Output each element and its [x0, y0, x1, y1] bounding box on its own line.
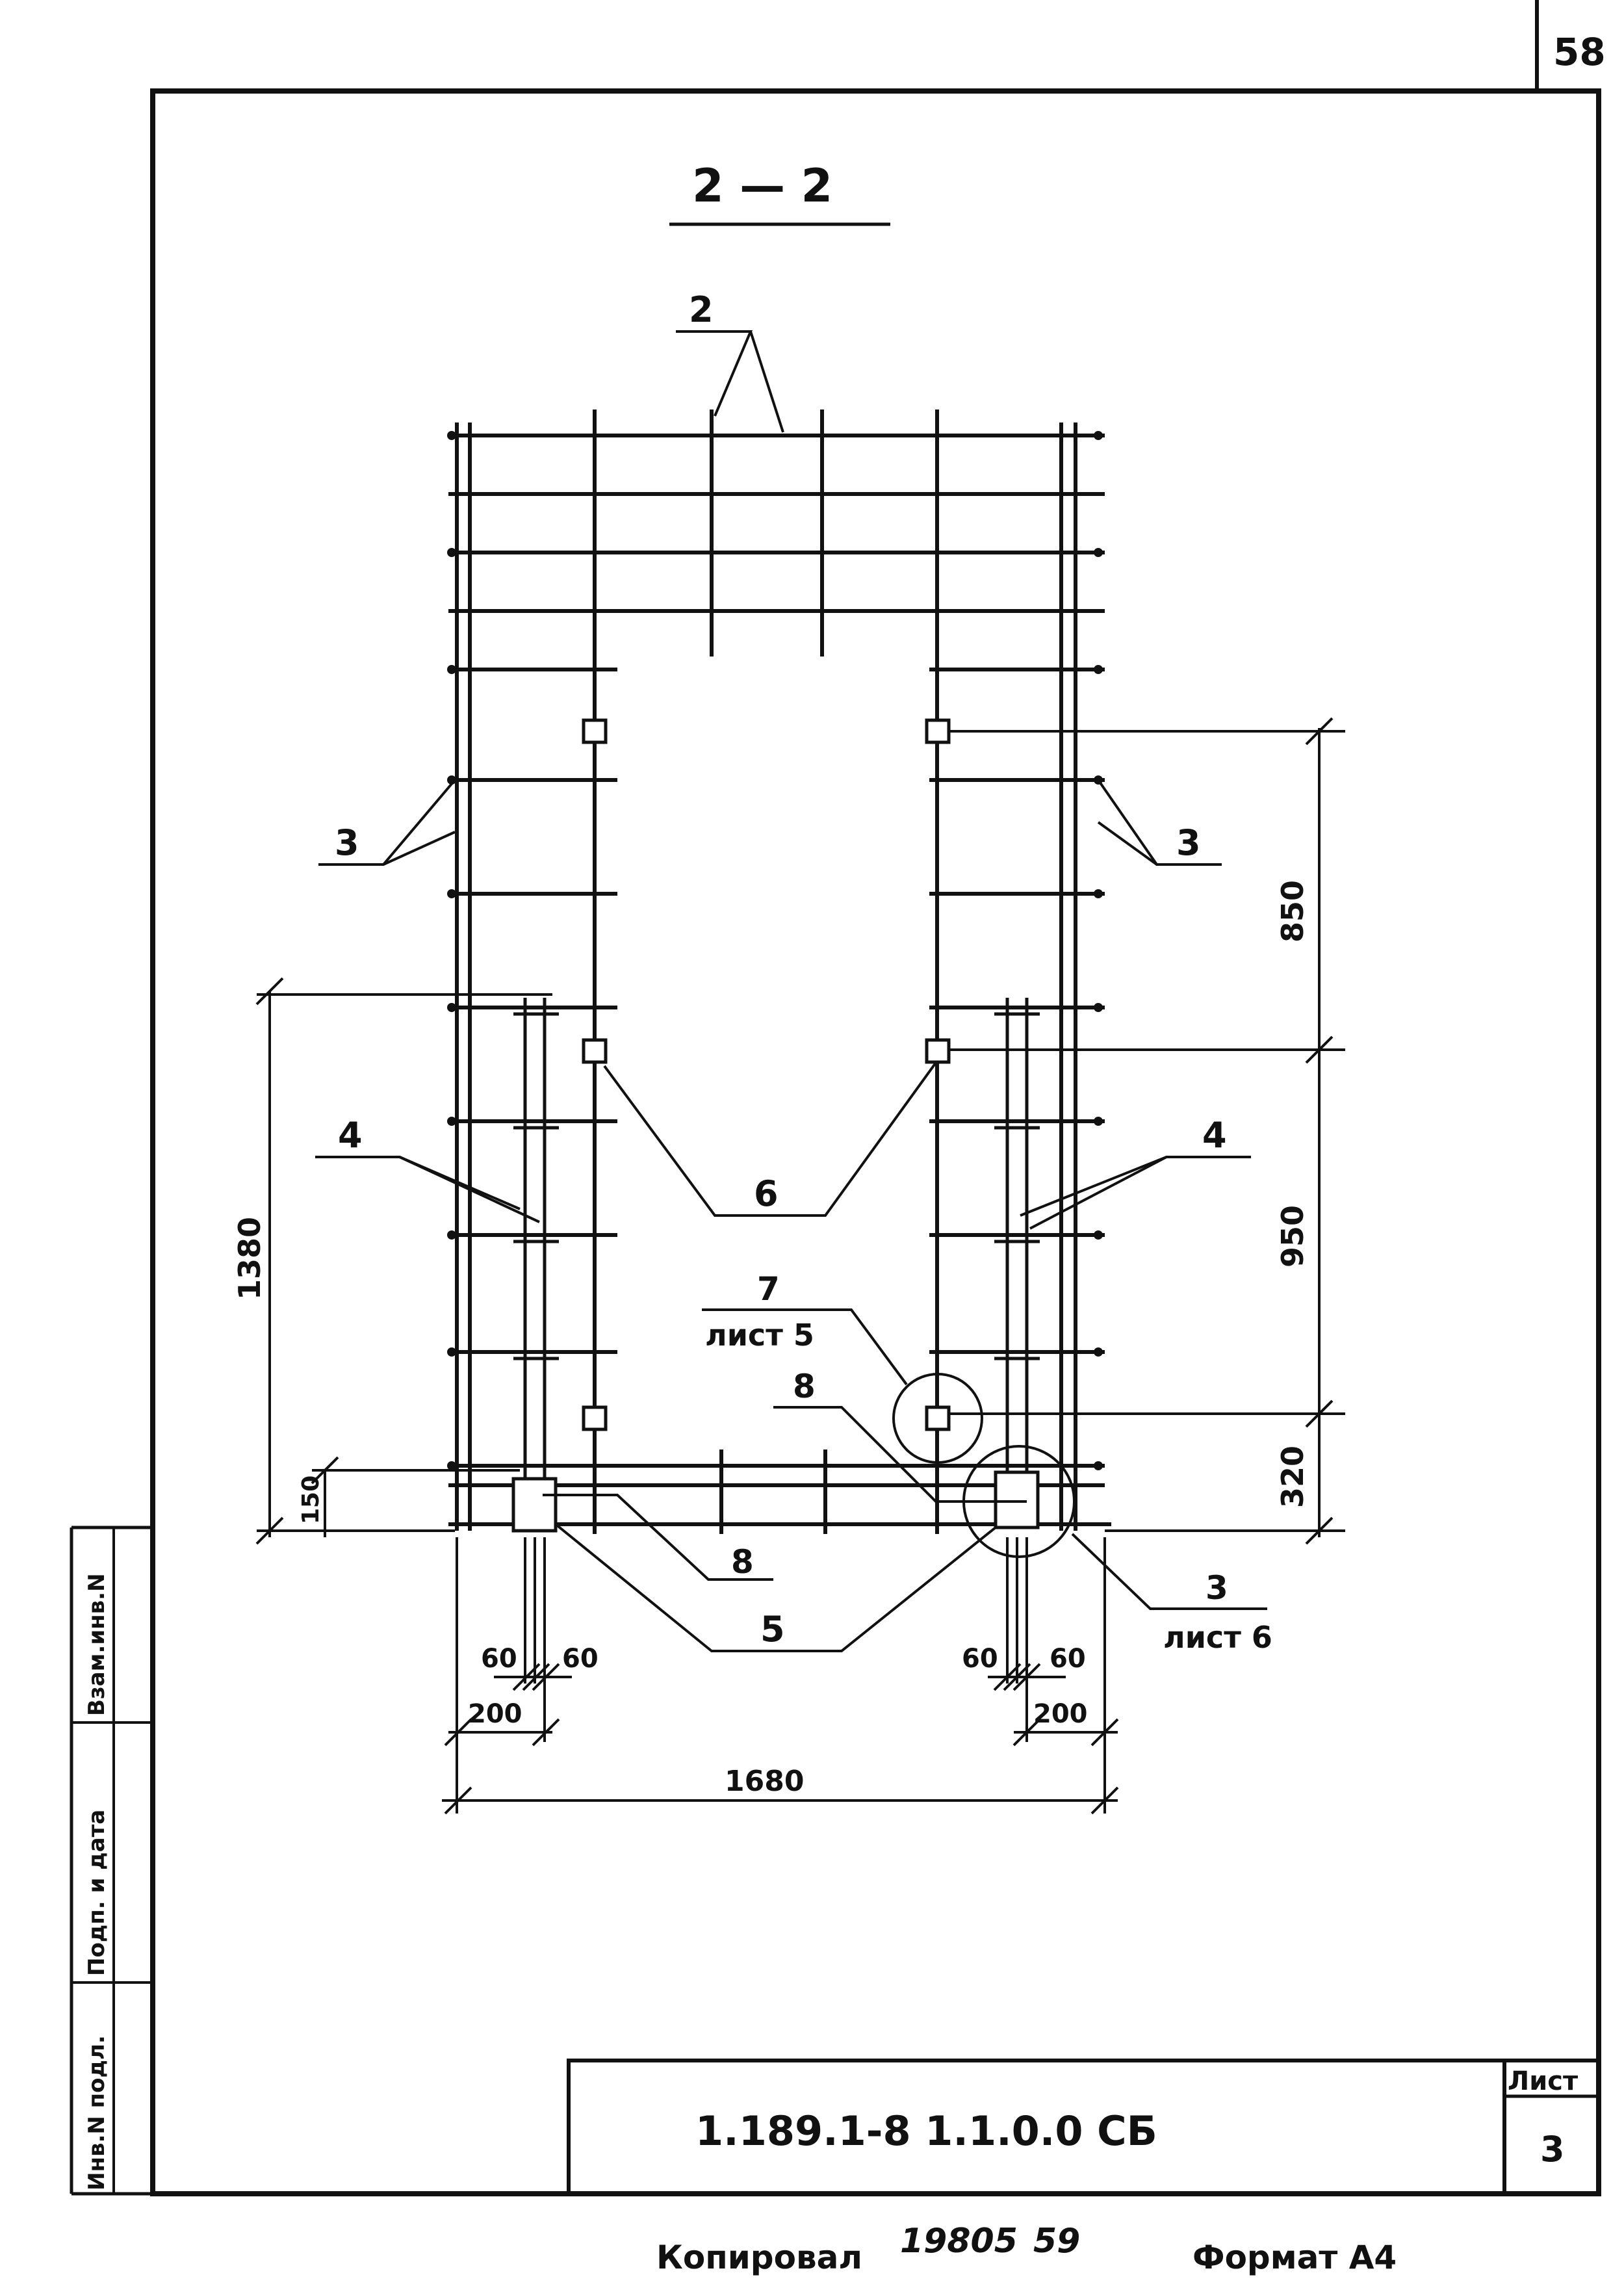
callout-3-detail: 3 [1205, 1569, 1228, 1607]
dim-1680: 1680 [725, 1765, 804, 1798]
stamp-original-inventory: Инв.N подл. [84, 2035, 110, 2190]
dim-850: 850 [1275, 880, 1310, 942]
bottom-dimensions [442, 1537, 1119, 1815]
drawing-frame [150, 88, 1601, 2196]
dim-1380: 1380 [232, 1217, 267, 1300]
dim-950: 950 [1275, 1205, 1310, 1268]
page-number: 58 [1553, 30, 1606, 74]
stamp-replaced-inventory: Взам.инв.N [84, 1573, 110, 1716]
copy-number-2: 59 [1033, 2222, 1080, 2261]
embedded-plates [511, 718, 1040, 1533]
format-label: Формат А4 [1192, 2239, 1397, 2276]
dim-60-left-b: 60 [562, 1644, 599, 1674]
callout-2: 2 [689, 289, 714, 330]
sheet-number: 3 [1540, 2129, 1565, 2170]
drawing-designation: 1.189.1-8 1.1.0.0 СБ [695, 2107, 1157, 2155]
left-dimension [255, 977, 552, 1545]
dim-200-left: 200 [468, 1699, 522, 1729]
dim-320: 320 [1275, 1446, 1310, 1508]
side-stamp: Взам.инв.N Подп. и дата Инв.N подл. [70, 1526, 153, 2196]
callout-4-left: 4 [338, 1115, 363, 1156]
callout-8-bottom: 8 [731, 1543, 754, 1581]
callout-7-sheet: лист 5 [705, 1318, 814, 1353]
dim-200-right: 200 [1033, 1699, 1088, 1729]
stamp-signature-date: Подп. и дата [84, 1810, 110, 1976]
dim-60-right-a: 60 [962, 1644, 998, 1674]
dim-150: 150 [298, 1476, 324, 1524]
rebar-cage [447, 410, 1111, 1534]
copy-number: 19805 [900, 2222, 1018, 2261]
sheet-label: Лист [1508, 2066, 1579, 2096]
dim-60-right-b: 60 [1050, 1644, 1086, 1674]
callout-6: 6 [754, 1173, 779, 1214]
callout-3-left: 3 [335, 822, 359, 863]
callout-5: 5 [760, 1609, 785, 1650]
section-title: 2 — 2 [692, 159, 832, 213]
title-block [567, 2059, 1601, 2196]
callout-3-sheet: лист 6 [1163, 1620, 1272, 1655]
copied-label: Копировал [656, 2239, 862, 2276]
callout-4-right: 4 [1202, 1115, 1227, 1156]
callout-7: 7 [757, 1270, 780, 1308]
callout-3-right: 3 [1176, 822, 1201, 863]
callout-8-top: 8 [793, 1368, 816, 1405]
right-dimension-chain [949, 717, 1345, 1545]
dim-60-left-a: 60 [481, 1644, 517, 1674]
callout-leaders [315, 330, 1267, 1652]
